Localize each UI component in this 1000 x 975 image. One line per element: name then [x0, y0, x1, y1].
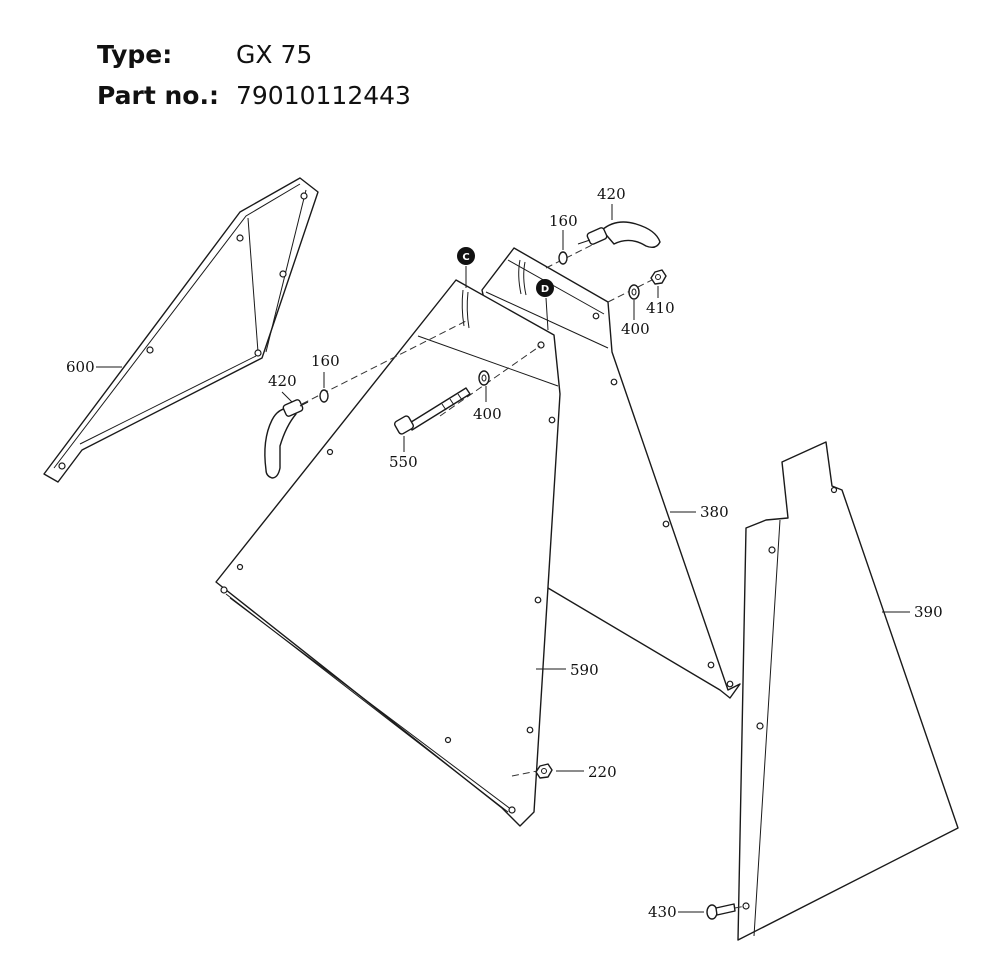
type-value: GX 75: [236, 40, 313, 69]
marker-c: C: [457, 247, 475, 265]
washer-400-center: [478, 370, 490, 386]
side-panel-390: [737, 441, 959, 941]
clamp-lever-420-left: [264, 399, 309, 479]
callout-420-top: 420: [597, 185, 626, 203]
clamp-lever-420-top: [577, 221, 661, 249]
svg-text:C: C: [462, 252, 469, 263]
callout-410: 410: [646, 299, 675, 317]
svg-text:D: D: [541, 284, 549, 295]
callout-160-left: 160: [311, 352, 340, 370]
callout-220: 220: [588, 763, 617, 781]
callout-430: 430: [648, 903, 677, 921]
part-number-value: 79010112443: [236, 81, 411, 110]
side-panel-590: [215, 279, 561, 827]
screw-430: [706, 903, 736, 920]
nut-410: [650, 269, 667, 285]
callout-390: 390: [914, 603, 943, 621]
type-label: Type:: [97, 40, 173, 69]
callout-400-right: 400: [621, 320, 650, 338]
callout-380: 380: [700, 503, 729, 521]
washer-400-right: [628, 284, 640, 300]
washer-160-left: [319, 389, 329, 403]
callout-550: 550: [389, 453, 418, 471]
bolt-550: [393, 387, 471, 435]
callout-400-center: 400: [473, 405, 502, 423]
callout-590: 590: [570, 661, 599, 679]
callout-160-top: 160: [549, 212, 578, 230]
part-number-label: Part no.:: [97, 81, 219, 110]
callout-420-left: 420: [268, 372, 297, 390]
callout-600: 600: [66, 358, 95, 376]
marker-d: D: [536, 279, 554, 297]
nut-220: [535, 763, 553, 779]
washer-160-top: [558, 251, 568, 265]
bracket-600: [43, 177, 319, 483]
